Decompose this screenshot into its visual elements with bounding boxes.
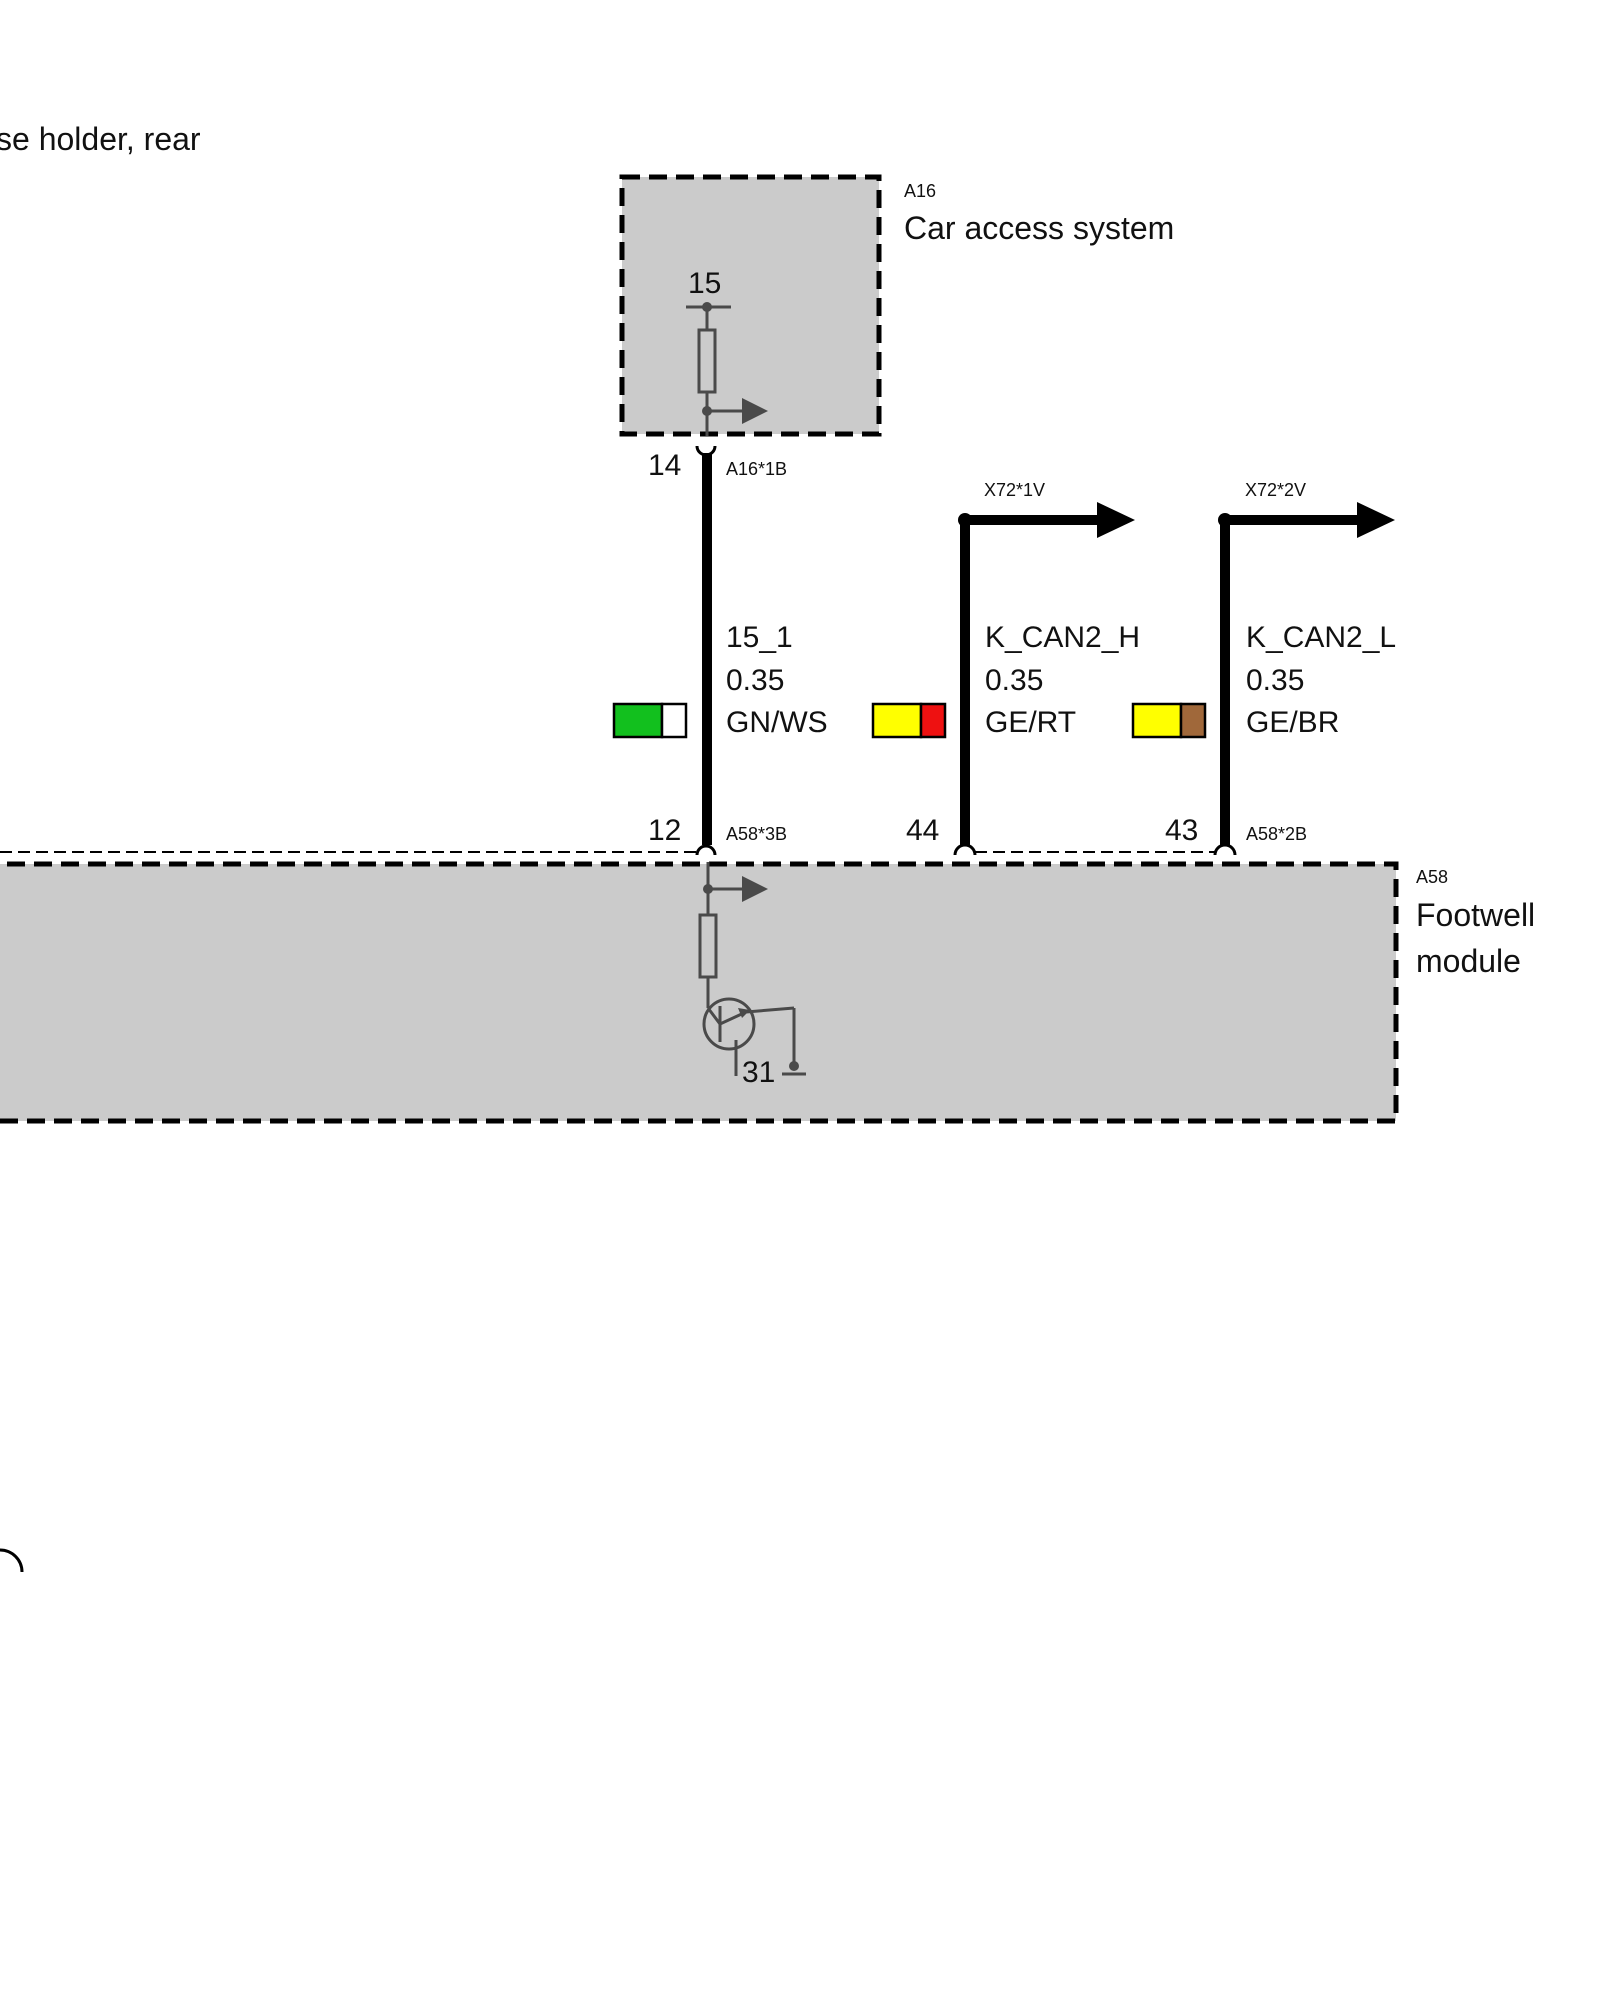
- transistor-emitter-lead: [745, 1006, 795, 1014]
- a16-1b-label: A16*1B: [726, 459, 787, 479]
- a58-3b-connector-icon: [695, 844, 717, 856]
- car-access-system-module: A16 Car access system 15: [619, 174, 1174, 437]
- wire-3-color-primary: [1131, 702, 1183, 739]
- a58-ref: A58: [1416, 867, 1448, 887]
- left-edge-arc: [0, 1548, 24, 1573]
- wire-2-bottom-pin: 44: [906, 814, 939, 847]
- a16-signal-arrow-icon: [742, 398, 768, 424]
- ground-node: [789, 1061, 799, 1071]
- wire-3-arrow-icon: [1357, 502, 1395, 538]
- a16-box: [619, 174, 882, 437]
- wire-1-color-primary: [612, 702, 664, 739]
- wire-1-gauge: 0.35: [726, 664, 784, 697]
- wire-3-color-code: GE/BR: [1246, 706, 1339, 739]
- wire-1-color-secondary: [660, 702, 688, 739]
- x72-2v-label: X72*2V: [1245, 480, 1306, 500]
- wire-2-signal: K_CAN2_H: [985, 621, 1140, 654]
- x72-1v-label: X72*1V: [984, 480, 1045, 500]
- wire-1-top-pin: 14: [648, 449, 681, 482]
- transistor-collector: [706, 1007, 722, 1025]
- wire-1-color-swatch: [612, 702, 688, 739]
- a58-box: [0, 861, 1399, 1124]
- wire-3-color-secondary: [1179, 702, 1207, 739]
- wire-3-color-swatch: [1131, 702, 1207, 739]
- wire-3-signal: K_CAN2_L: [1246, 621, 1396, 654]
- wire-3-bottom-pin: 43: [1165, 814, 1198, 847]
- wire-15-1: 14 A16*1B 15_1 0.35 GN/WS 12 A58*3B: [612, 445, 828, 856]
- a58-2b-label: A58*2B: [1246, 824, 1307, 844]
- a58-name-line1: Footwell: [1416, 897, 1535, 933]
- wire-2-color-primary: [871, 702, 923, 739]
- transistor-icon: [702, 997, 795, 1076]
- ground-label: 31: [742, 1056, 775, 1089]
- wire-2-arrow-icon: [1097, 502, 1135, 538]
- a16-name: Car access system: [904, 210, 1174, 246]
- a16-internal-pin: 15: [688, 267, 721, 300]
- pin-44-connector-icon: [953, 843, 977, 856]
- a16-ref: A16: [904, 181, 936, 201]
- wire-k-can2-l: X72*2V K_CAN2_L 0.35 GE/BR 43 A58*2B: [1131, 480, 1396, 856]
- wire-2-color-secondary: [919, 702, 947, 739]
- pin-43-connector-icon: [1213, 843, 1237, 856]
- wire-1-signal: 15_1: [726, 621, 793, 654]
- wire-3-gauge: 0.35: [1246, 664, 1304, 697]
- a58-3b-label: A58*3B: [726, 824, 787, 844]
- fuse-holder-label: se holder, rear: [0, 121, 201, 157]
- wire-2-color-swatch: [871, 702, 947, 739]
- wire-1-bottom-pin: 12: [648, 814, 681, 847]
- wire-2-gauge: 0.35: [985, 664, 1043, 697]
- wire-k-can2-h: X72*1V K_CAN2_H 0.35 GE/RT 44: [871, 480, 1140, 856]
- a58-signal-arrow-icon: [742, 876, 768, 902]
- transistor-body: [702, 997, 756, 1051]
- wire-2-color-code: GE/RT: [985, 706, 1076, 739]
- a58-name-line2: module: [1416, 943, 1521, 979]
- footwell-module: A58 Footwell module 31: [0, 861, 1535, 1124]
- wire-1-color-code: GN/WS: [726, 706, 828, 739]
